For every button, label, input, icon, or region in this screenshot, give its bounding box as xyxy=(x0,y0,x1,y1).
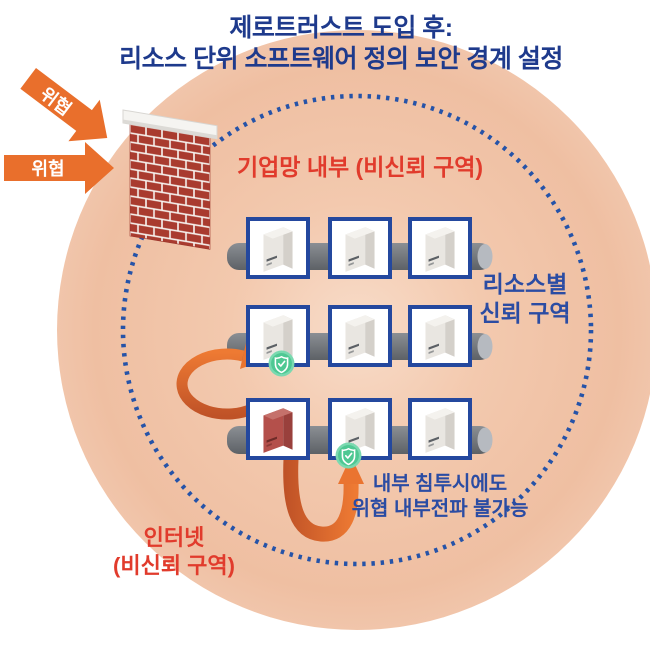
compromised-server-icon xyxy=(263,408,293,453)
server-icon xyxy=(263,315,293,360)
server-icon xyxy=(263,227,293,272)
resource-trust-zone-line1: 리소스별 xyxy=(482,271,568,297)
breach-note-label: 내부 침투시에도 위협 내부전파 불가능 xyxy=(330,472,550,522)
server-box xyxy=(408,398,472,460)
resource-trust-zone-line2: 신뢰 구역 xyxy=(479,300,571,326)
server-box xyxy=(408,305,472,367)
server-box xyxy=(246,217,310,279)
page-title: 제로트러스트 도입 후: 리소스 단위 소프트웨어 정의 보안 경계 설정 xyxy=(16,13,650,75)
resource-trust-zone-label: 리소스별 신뢰 구역 xyxy=(464,270,586,328)
server-icon xyxy=(425,315,455,360)
trust-boundary-dotted-circle xyxy=(120,93,594,567)
breach-note-line2: 위협 내부전파 불가능 xyxy=(351,498,529,520)
internet-zone-line1: 인터넷 xyxy=(143,525,205,550)
title-line2: 리소스 단위 소프트웨어 정의 보안 경계 설정 xyxy=(119,45,563,73)
server-icon xyxy=(345,315,375,360)
internet-zone-line2: (비신뢰 구역) xyxy=(113,553,235,578)
server-box xyxy=(328,305,392,367)
server-box xyxy=(328,217,392,279)
arrowhead xyxy=(338,456,364,484)
server-icon xyxy=(345,227,375,272)
server-box-compromised xyxy=(246,398,310,460)
server-icon xyxy=(425,227,455,272)
shield-check-icon xyxy=(334,441,363,470)
server-box xyxy=(408,217,472,279)
corporate-network-label: 기업망 내부 (비신뢰 구역) xyxy=(236,154,484,180)
server-icon xyxy=(345,408,375,453)
server-box xyxy=(328,398,392,460)
blocked-propagation-arrow xyxy=(283,456,364,542)
threat-arrow-horizontal: 위협 xyxy=(4,142,114,194)
server-icon xyxy=(425,408,455,453)
threat-label-left: 위협 xyxy=(31,158,64,179)
shield-check-icon xyxy=(267,349,296,378)
breach-note-line1: 내부 침투시에도 xyxy=(372,473,508,495)
internet-zone-label: 인터넷 (비신뢰 구역) xyxy=(94,524,254,580)
title-line1: 제로트러스트 도입 후: xyxy=(229,14,453,42)
firewall-cap xyxy=(122,109,218,140)
firewall-wall xyxy=(129,123,211,250)
